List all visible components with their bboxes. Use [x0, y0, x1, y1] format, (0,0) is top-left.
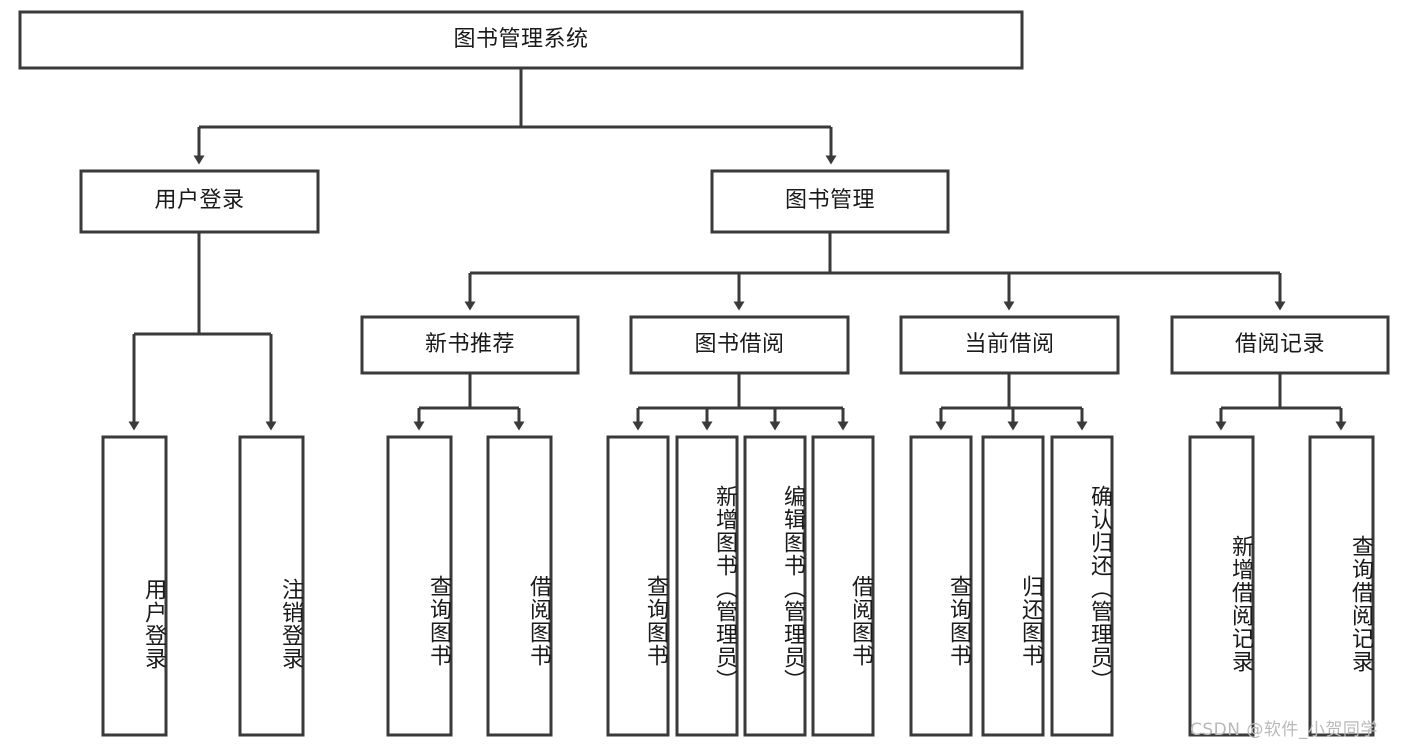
leaf-rect-book-borrow-0[interactable] [606, 435, 670, 737]
csdn-watermark: CSDN @软件_小贺同学 [1190, 720, 1378, 740]
leaf-rect-new-book-0[interactable] [386, 435, 453, 737]
leaf-rect-book-borrow-3[interactable] [811, 435, 875, 737]
leaf-rect-current-borrow-2[interactable] [1050, 435, 1114, 737]
leaf-rect-user-login-0[interactable] [101, 435, 168, 737]
leaf-rect-book-borrow-1[interactable] [675, 435, 739, 737]
node-user-login-rect[interactable] [79, 169, 320, 234]
leaf-rect-user-login-1[interactable] [238, 435, 305, 737]
leaf-rect-borrow-record-1[interactable] [1308, 435, 1375, 737]
node-new-book-recommend-rect[interactable] [360, 315, 580, 375]
node-book-manage-rect[interactable] [710, 169, 950, 234]
node-current-borrow-rect[interactable] [899, 315, 1120, 375]
leaf-rect-current-borrow-0[interactable] [909, 435, 973, 737]
leaf-rect-current-borrow-1[interactable] [981, 435, 1045, 737]
leaf-rect-new-book-1[interactable] [486, 435, 553, 737]
node-borrow-record-rect[interactable] [1170, 315, 1390, 375]
leaf-rect-book-borrow-2[interactable] [743, 435, 807, 737]
node-book-borrow-rect[interactable] [629, 315, 850, 375]
node-root-rect[interactable] [18, 10, 1024, 70]
leaf-rect-borrow-record-0[interactable] [1188, 435, 1255, 737]
